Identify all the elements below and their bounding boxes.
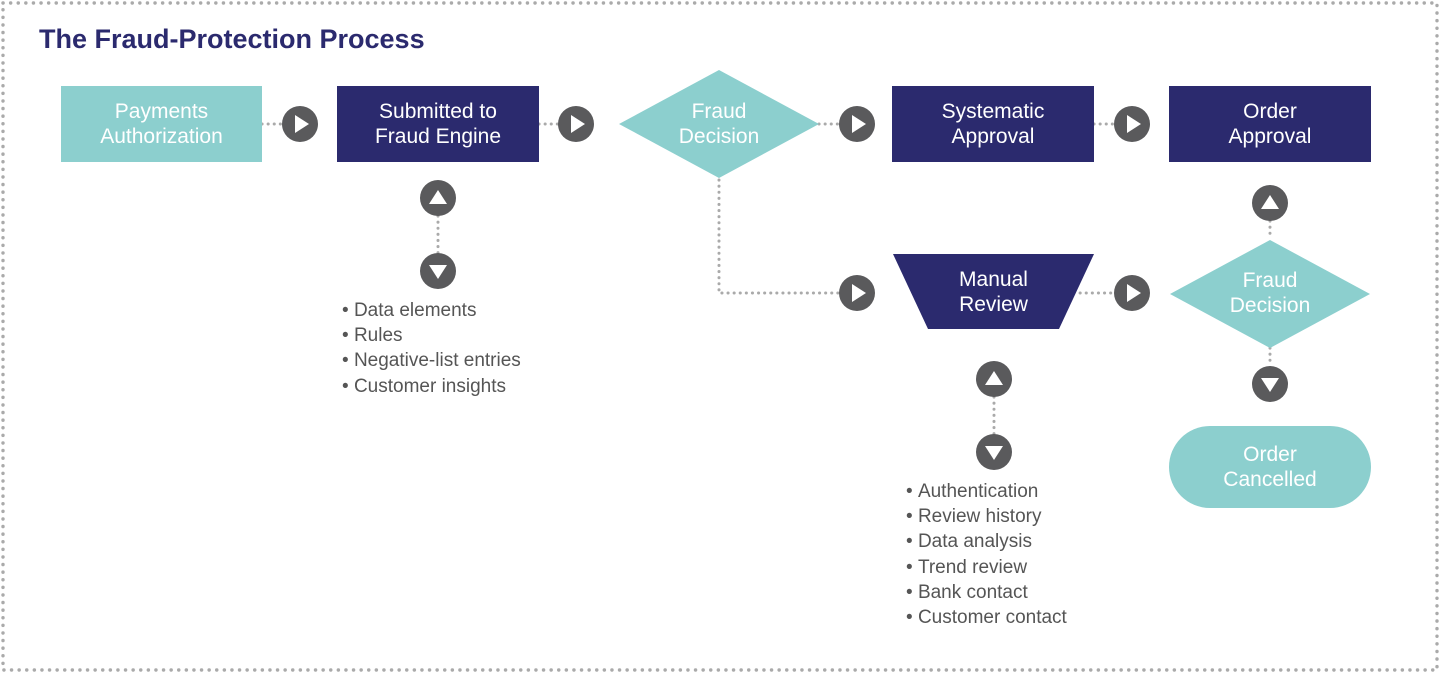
play-up-icon — [420, 180, 456, 216]
play-right-icon — [558, 106, 594, 142]
fraud-engine-label: Submitted to Fraud Engine — [374, 100, 502, 148]
diagram-title: The Fraud-Protection Process — [39, 24, 425, 54]
play-up-icon — [1252, 185, 1288, 221]
systematic-approval-box — [892, 86, 1094, 162]
fraud-decision-diamond — [619, 70, 819, 178]
order-cancelled-label: Order Cancelled — [1223, 443, 1317, 491]
play-down-icon — [976, 434, 1012, 470]
list-item: Bank contact — [906, 580, 1067, 605]
list-item: Data elements — [342, 298, 521, 323]
list-item: Authentication — [906, 479, 1067, 504]
list-item: Customer insights — [342, 374, 521, 399]
list-item: Data analysis — [906, 529, 1067, 554]
play-down-icon — [1252, 366, 1288, 402]
play-right-icon — [1114, 275, 1150, 311]
list-item: Review history — [906, 504, 1067, 529]
second-fraud-decision-diamond — [1170, 240, 1370, 348]
play-down-icon — [420, 253, 456, 289]
play-up-icon — [976, 361, 1012, 397]
play-right-icon — [839, 106, 875, 142]
payments-authorization-label: Payments Authorization — [100, 100, 223, 148]
manual-review-label: Manual Review — [959, 268, 1028, 316]
list-item: Trend review — [906, 555, 1067, 580]
payments-authorization-box — [61, 86, 262, 162]
systematic-approval-label: Systematic Approval — [941, 100, 1045, 148]
play-right-icon — [282, 106, 318, 142]
connector-lines — [260, 122, 1272, 436]
fraud-engine-inputs-list: Data elements Rules Negative-list entrie… — [342, 298, 521, 399]
play-right-icon — [839, 275, 875, 311]
second-fraud-decision-label: Fraud Decision — [1229, 269, 1311, 317]
fraud-engine-box — [337, 86, 539, 162]
list-item: Rules — [342, 323, 521, 348]
order-cancelled-pill — [1169, 426, 1371, 508]
order-approval-box — [1169, 86, 1371, 162]
list-item: Customer contact — [906, 605, 1067, 630]
manual-review-activities-list: Authentication Review history Data analy… — [906, 479, 1067, 630]
order-approval-label: Order Approval — [1228, 100, 1312, 148]
play-right-icon — [1114, 106, 1150, 142]
fraud-decision-label: Fraud Decision — [678, 100, 760, 148]
list-item: Negative-list entries — [342, 348, 521, 373]
connector-line — [717, 178, 841, 295]
manual-review-trapezoid — [893, 254, 1094, 329]
